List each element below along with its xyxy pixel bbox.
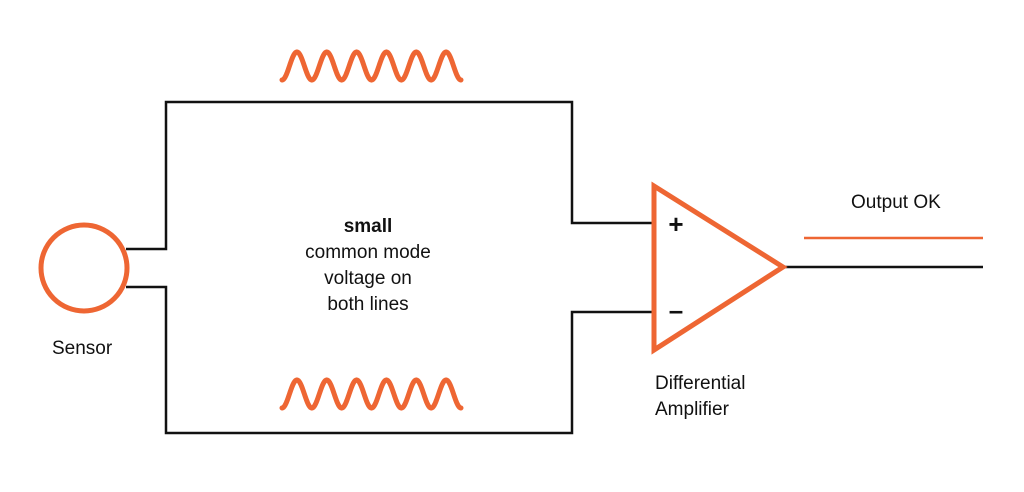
- amplifier-label-line1: Differential: [655, 373, 746, 394]
- amplifier-triangle-icon: [651, 181, 788, 355]
- sensor-label: Sensor: [52, 338, 113, 359]
- bottom-signal-wire: [126, 285, 654, 435]
- amplifier-label-line2: Amplifier: [655, 399, 729, 420]
- bottom-noise-wave-icon: [279, 377, 464, 411]
- amplifier-minus-sign: –: [669, 295, 683, 325]
- note-emphasis: small: [343, 216, 393, 237]
- common-mode-note: small common mode voltage on both lines: [268, 214, 468, 318]
- note-line-1: common mode: [305, 242, 431, 263]
- top-noise-wave-icon: [279, 49, 464, 83]
- amplifier-plus-sign: +: [668, 209, 683, 239]
- note-line-3: both lines: [327, 294, 409, 315]
- note-line-2: voltage on: [324, 268, 412, 289]
- output-status-label: Output OK: [851, 192, 941, 213]
- sensor-circle-icon: [38, 222, 130, 314]
- top-signal-wire: [126, 100, 654, 251]
